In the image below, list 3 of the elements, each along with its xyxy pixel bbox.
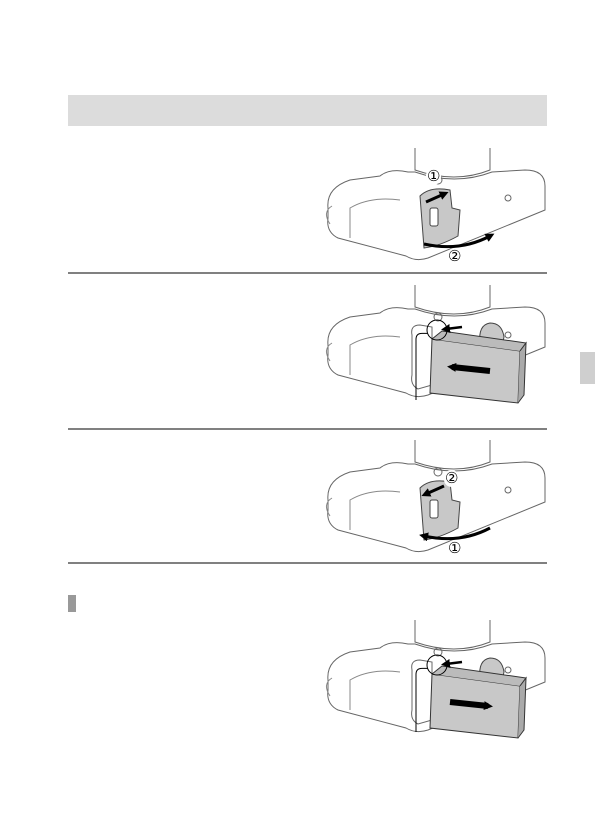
- highlight-circle: [426, 654, 448, 676]
- highlight-circle: [426, 319, 448, 341]
- heading-band: [68, 95, 547, 126]
